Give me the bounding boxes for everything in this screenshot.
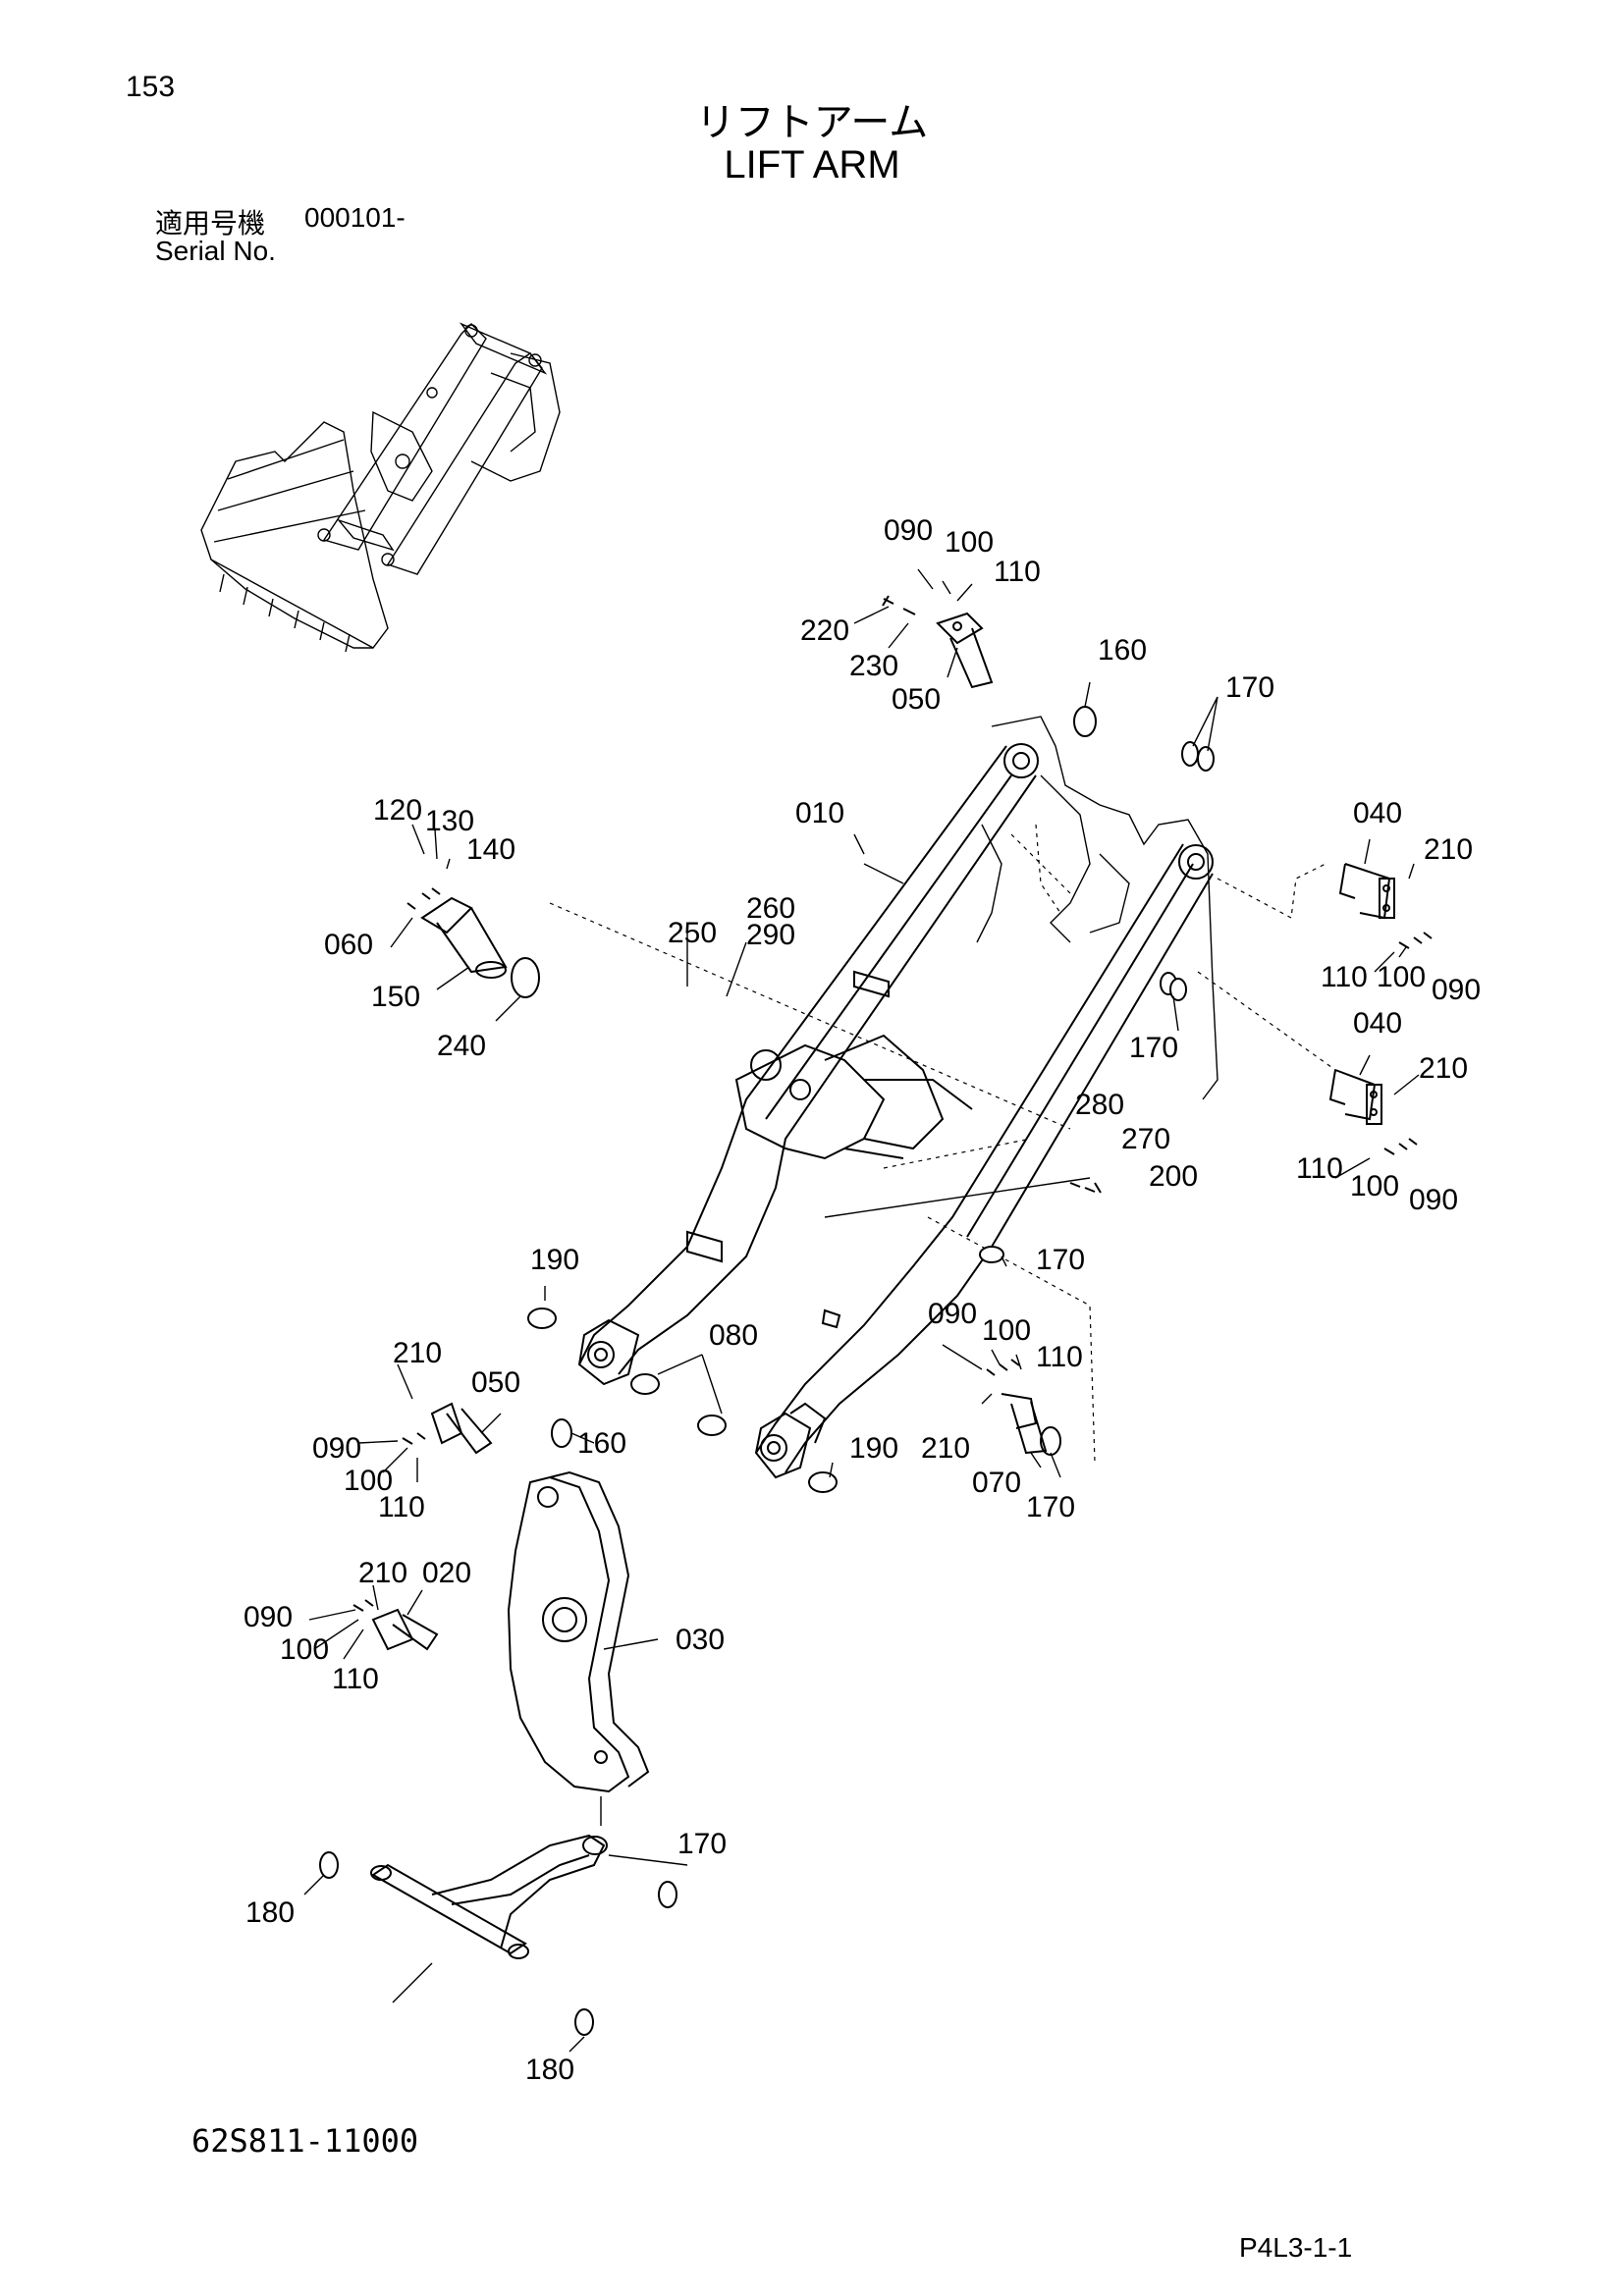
machine-overview-illustration [200, 322, 561, 653]
callout-220: 220 [800, 614, 849, 647]
callout-100-top: 100 [945, 526, 994, 559]
callout-070: 020 [422, 1557, 471, 1589]
callout-100-lower-right: 100 [1350, 1170, 1399, 1202]
leader-lines [303, 568, 1420, 2053]
page-code: P4L3-1-1 [1239, 2232, 1353, 2263]
callout-110-bottom-left: 110 [332, 1663, 379, 1695]
callout-040-upper: 040 [1353, 797, 1402, 829]
callout-280: 270 [1121, 1123, 1170, 1155]
callout-150: 240 [437, 1030, 486, 1062]
bell-crank [507, 1470, 650, 1793]
callout-050-lower: 050 [471, 1366, 520, 1399]
callout-160-lower: 160 [577, 1427, 626, 1460]
callout-090-mid-right: 090 [1432, 974, 1481, 1006]
callout-240: 250 [668, 917, 717, 949]
callout-170-bottom: 170 [677, 1828, 727, 1860]
callout-100-right-lower: 100 [982, 1314, 1031, 1347]
callout-130: 130 [425, 805, 474, 837]
callout-170-right-lower: 170 [1026, 1491, 1075, 1523]
callout-060: 150 [371, 981, 420, 1013]
callout-100-lower-left: 100 [344, 1465, 393, 1497]
page-title-japanese: リフトアーム [695, 100, 929, 145]
callout-090-top: 090 [884, 514, 933, 547]
callout-090-lower-left: 090 [312, 1432, 361, 1465]
callout-160-top: 160 [1098, 634, 1147, 667]
pins [352, 595, 1433, 1651]
callout-210-left: 060 [324, 929, 373, 961]
callout-170-center: 170 [1036, 1244, 1085, 1276]
callout-290: 280 [1075, 1089, 1124, 1121]
callout-110-lower-right: 110 [1296, 1152, 1343, 1185]
callout-260: 290 [746, 919, 795, 951]
callout-labels: 090 100 110 220 230 050 160 170 010 040 … [244, 514, 1481, 2086]
callout-210-right-lower: 210 [921, 1432, 970, 1465]
callout-110-right-lower: 110 [1036, 1341, 1083, 1373]
page-title: LIFT ARM [724, 143, 900, 187]
callout-010: 010 [795, 797, 844, 829]
callout-200-left: 190 [530, 1244, 579, 1276]
callout-210-lower-right: 210 [1419, 1052, 1468, 1085]
callout-180-bottom: 180 [525, 2054, 574, 2086]
callout-230: 230 [849, 650, 898, 682]
callout-210-upper-right: 210 [1424, 833, 1473, 866]
callout-040-lower: 040 [1353, 1007, 1402, 1040]
callout-110-lower-left: 110 [378, 1491, 425, 1523]
callout-170-mid: 170 [1129, 1032, 1178, 1064]
serial-label: Serial No. [155, 236, 276, 266]
callout-020: 030 [676, 1624, 725, 1656]
callout-090-right-lower: 090 [928, 1298, 977, 1330]
callout-110-mid-right: 110 [1321, 961, 1368, 993]
serial-label-japanese: 適用号機 [155, 207, 266, 240]
callout-200-right: 190 [849, 1432, 898, 1465]
callout-170-top: 170 [1225, 671, 1274, 704]
page-number: 153 [126, 71, 176, 103]
callout-210-bottom-left: 210 [358, 1557, 407, 1589]
callout-120: 120 [373, 794, 422, 827]
callout-110-top: 110 [994, 556, 1041, 588]
callout-250: 260 [746, 892, 795, 925]
washers [319, 706, 1215, 2036]
callout-140: 140 [466, 833, 515, 866]
drawing-number: 62S811-11000 [191, 2122, 419, 2160]
callout-100-mid-right: 100 [1377, 961, 1426, 993]
callout-090-bottom-left: 090 [244, 1601, 293, 1633]
callout-090-lower-right: 090 [1409, 1184, 1458, 1216]
z-link [370, 1834, 608, 1959]
callout-270: 200 [1149, 1160, 1198, 1193]
callout-190: 080 [709, 1319, 758, 1352]
serial-number-value: 000101- [304, 202, 406, 233]
callout-100-bottom-left: 100 [280, 1633, 329, 1666]
lift-arm-assembly [549, 716, 1336, 1479]
callout-050-top: 050 [892, 683, 941, 716]
callout-210-lower-left: 210 [393, 1337, 442, 1369]
callout-080: 070 [972, 1467, 1021, 1499]
callout-180-left: 180 [245, 1896, 295, 1929]
